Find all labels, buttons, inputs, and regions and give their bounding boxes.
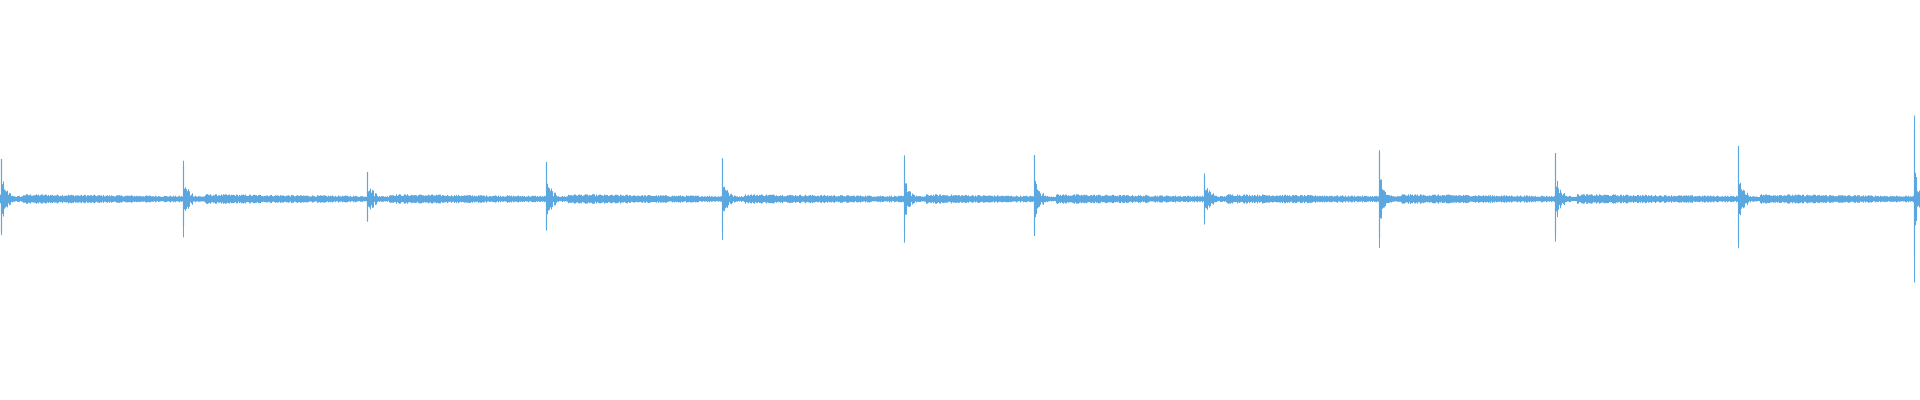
waveform-bars bbox=[0, 115, 1920, 283]
waveform-envelope bbox=[0, 115, 1920, 283]
